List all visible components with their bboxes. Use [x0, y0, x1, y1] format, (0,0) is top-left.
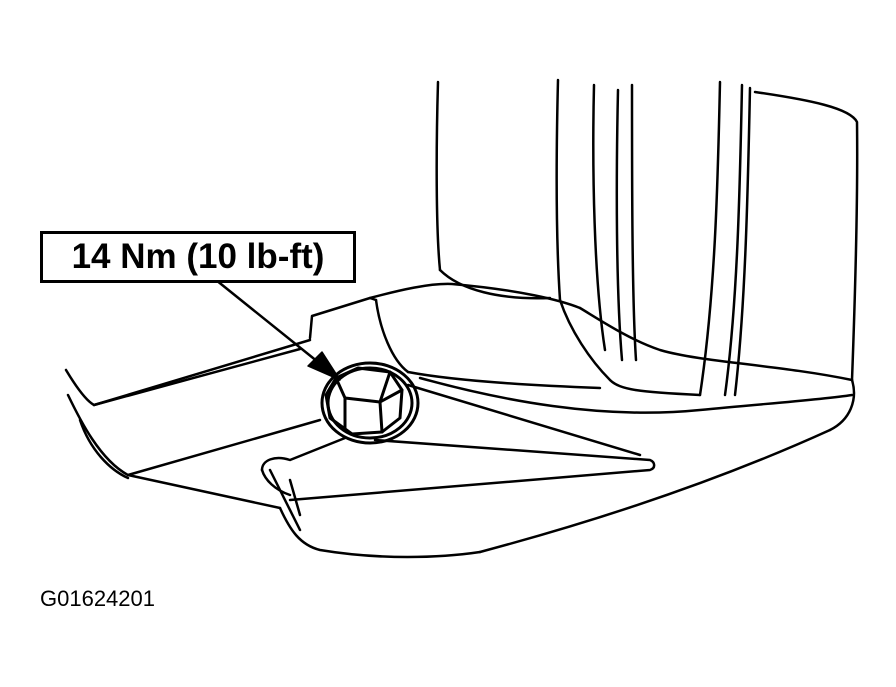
pan-rim: [64, 268, 856, 432]
housing-ribs: [435, 78, 859, 397]
pan-body: [66, 376, 854, 559]
figure-id: G01624201: [40, 586, 155, 611]
callout-leader-arrow: [214, 278, 341, 381]
drain-boss: [260, 383, 656, 517]
torque-value-label: 14 Nm (10 lb-ft): [71, 237, 325, 276]
torque-callout: 14 Nm (10 lb-ft): [40, 231, 356, 283]
drain-plug-bolt: [320, 361, 420, 445]
